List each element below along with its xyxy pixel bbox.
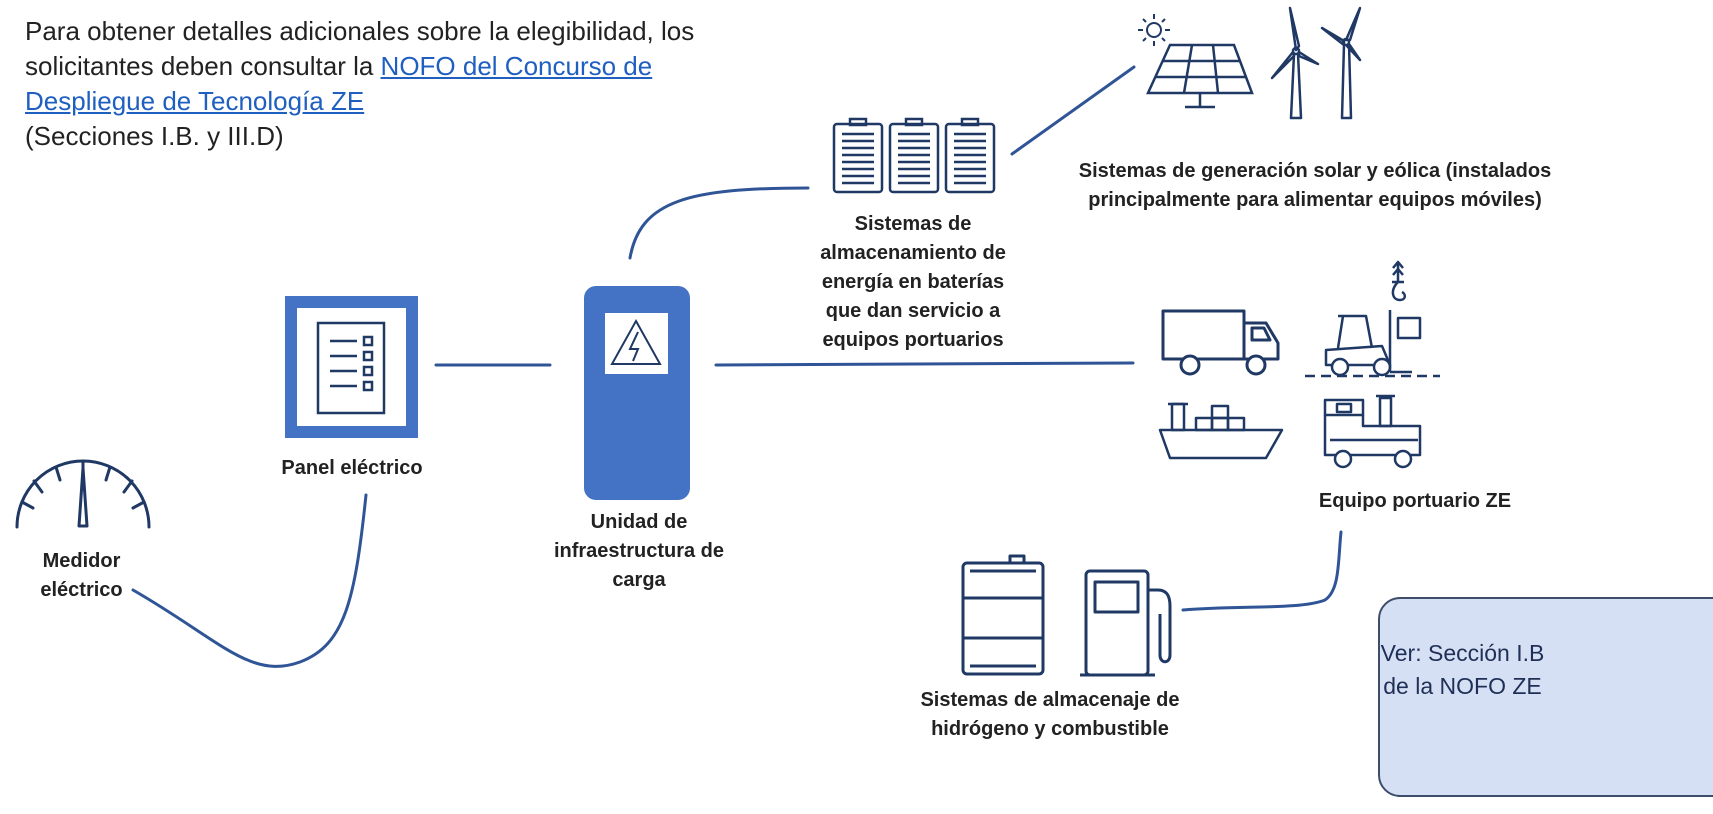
sun-icon [1138, 14, 1170, 46]
intro-paragraph: Para obtener detalles adicionales sobre … [25, 14, 785, 154]
meter-icon [15, 459, 151, 529]
panel-label: Panel eléctrico [281, 457, 423, 479]
ship-icon [1158, 402, 1284, 460]
solar-wind-label: Sistemas de generación solar y eólica (i… [1078, 160, 1552, 211]
fuel-drum-icon [961, 554, 1045, 676]
nofo-link[interactable]: NOFO del Concurso de Despliegue de Tecno… [25, 51, 653, 116]
battery-label: Sistemas de almacenamiento de energía en… [820, 213, 1006, 351]
battery-storage-icon [832, 117, 996, 194]
charger-label: Unidad de infraestructura de carga [553, 511, 725, 591]
intro-text: Para obtener detalles adicionales sobre … [25, 16, 695, 81]
solar-panel-icon [1146, 43, 1254, 109]
fuel-pump-icon [1080, 569, 1172, 677]
locomotive-icon [1323, 394, 1422, 469]
forklift-icon [1305, 260, 1440, 378]
meter-label: Medidor eléctrico [40, 550, 123, 601]
connector-charger-port [714, 361, 1135, 367]
callout-text: Ver: Sección I.B de la NOFO ZE [1380, 640, 1545, 699]
panel-icon [285, 296, 418, 438]
connector-battery-solar [1010, 65, 1136, 156]
truck-icon [1161, 309, 1280, 376]
connector-charger-battery [628, 186, 810, 260]
wind-turbine-icon [1270, 6, 1362, 120]
connector-meter-panel [131, 493, 368, 668]
connector-port-fuel [1181, 530, 1343, 612]
hydrogen-fuel-label: Sistemas de almacenaje de hidrógeno y co… [920, 689, 1180, 740]
reference-callout: Ver: Sección I.B de la NOFO ZE [1378, 597, 1713, 797]
intro-sections-note: (Secciones I.B. y III.D) [25, 121, 284, 151]
charger-icon [584, 286, 690, 500]
port-equipment-label: Equipo portuario ZE [1318, 490, 1512, 512]
